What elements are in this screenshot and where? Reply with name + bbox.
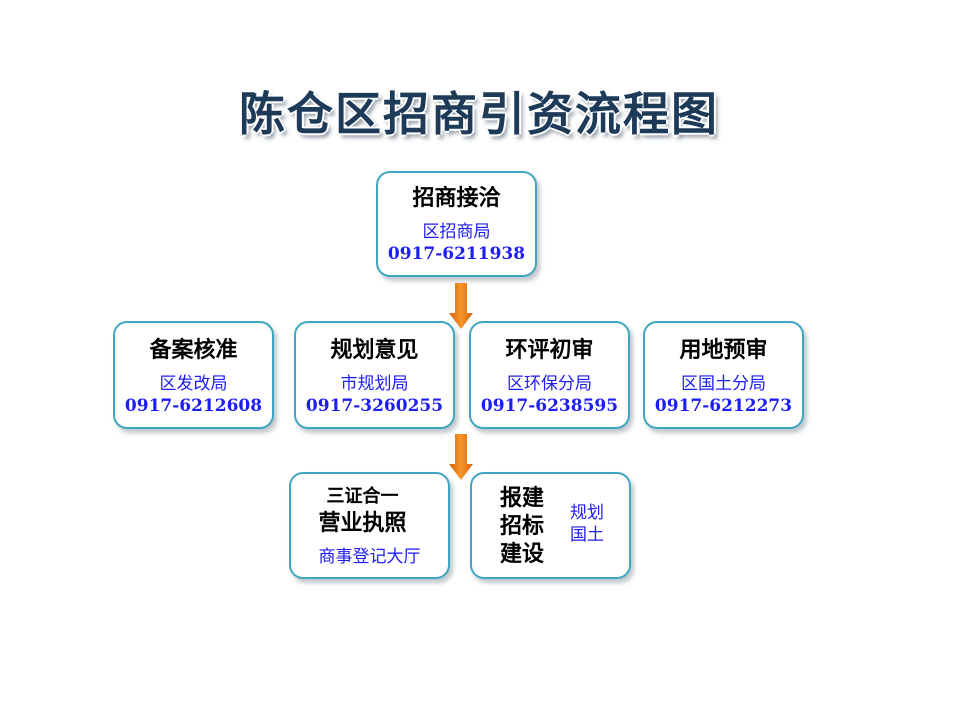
box-department: 市规划局 <box>340 374 409 394</box>
box-department: 商事登记大厅 <box>318 547 421 567</box>
box-construction: 报建 招标 建设 规划 国土 <box>470 472 631 579</box>
box-environmental-review: 环评初审 区环保分局 0917-6238595 <box>469 321 630 429</box>
construction-step-build: 建设 <box>500 541 545 567</box>
box-land-pre-review: 用地预审 区国土分局 0917-6212273 <box>643 321 804 429</box>
box-investment-contact: 招商接洽 区招商局 0917-6211938 <box>376 171 537 277</box>
box-business-license: 三证合一 营业执照 商事登记大厅 <box>289 472 450 579</box>
box-heading: 环评初审 <box>505 337 594 363</box>
box-department: 区国土分局 <box>681 374 766 394</box>
box-heading: 用地预审 <box>679 337 768 363</box>
box-department: 区环保分局 <box>507 374 592 394</box>
construction-step-report: 报建 <box>500 485 545 511</box>
box-heading-line1: 三证合一 <box>326 486 399 507</box>
arrow-down-icon <box>449 283 473 329</box>
page-title: 陈仓区招商引资流程图 <box>239 87 719 141</box>
box-department: 区发改局 <box>159 374 228 394</box>
construction-dept-planning: 规划 <box>570 503 604 523</box>
box-phone: 0917-6211938 <box>387 244 526 264</box>
box-phone: 0917-6238595 <box>480 396 619 416</box>
construction-step-tender: 招标 <box>500 513 545 539</box>
box-filing-approval: 备案核准 区发改局 0917-6212608 <box>113 321 274 429</box>
arrow-down-icon <box>449 434 473 480</box>
box-department: 区招商局 <box>422 222 491 242</box>
box-phone: 0917-3260255 <box>305 396 444 416</box>
box-planning-opinion: 规划意见 市规划局 0917-3260255 <box>294 321 455 429</box>
box-heading: 招商接洽 <box>412 185 501 211</box>
construction-dept-land: 国土 <box>570 525 604 545</box>
box-phone: 0917-6212608 <box>124 396 263 416</box>
box-heading-line2: 营业执照 <box>318 510 407 536</box>
box-heading: 规划意见 <box>330 337 419 363</box>
box-heading: 备案核准 <box>149 337 238 363</box>
box-phone: 0917-6212273 <box>654 396 793 416</box>
